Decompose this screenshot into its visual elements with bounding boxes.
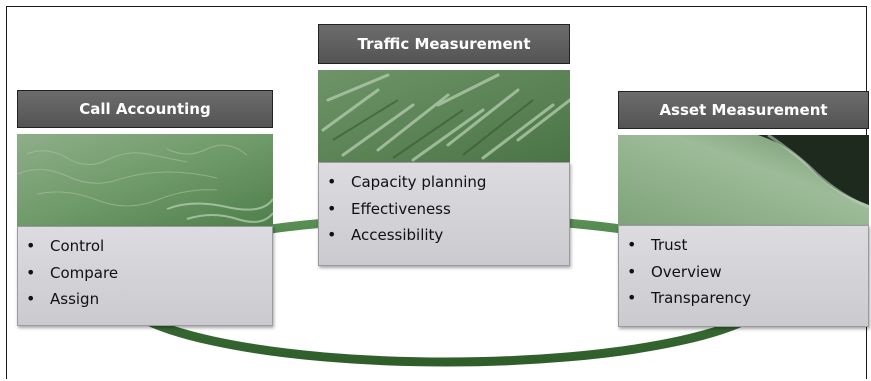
list-item: Overview <box>627 259 868 286</box>
list-item: Control <box>26 233 272 260</box>
list-item: Effectiveness <box>327 196 569 223</box>
traffic-measurement-card: Traffic Measurement <box>318 24 570 266</box>
list-item: Capacity planning <box>327 169 569 196</box>
list-item: Trust <box>627 232 868 259</box>
call-accounting-title: Call Accounting <box>17 90 273 128</box>
asset-measurement-card: Asset Measurement Trust Overview Transpa… <box>618 91 869 327</box>
asset-measurement-list: Trust Overview Transparency <box>618 225 869 327</box>
asset-measurement-image <box>618 135 869 225</box>
list-item: Assign <box>26 286 272 313</box>
traffic-measurement-image <box>318 70 570 162</box>
traffic-measurement-list: Capacity planning Effectiveness Accessib… <box>318 162 570 266</box>
list-item: Transparency <box>627 285 868 312</box>
call-accounting-list: Control Compare Assign <box>17 226 273 326</box>
list-item: Compare <box>26 260 272 287</box>
call-accounting-image <box>17 134 273 226</box>
asset-measurement-title: Asset Measurement <box>618 91 869 129</box>
traffic-measurement-title: Traffic Measurement <box>318 24 570 64</box>
call-accounting-card: Call Accounting <box>17 90 273 326</box>
list-item: Accessibility <box>327 222 569 249</box>
